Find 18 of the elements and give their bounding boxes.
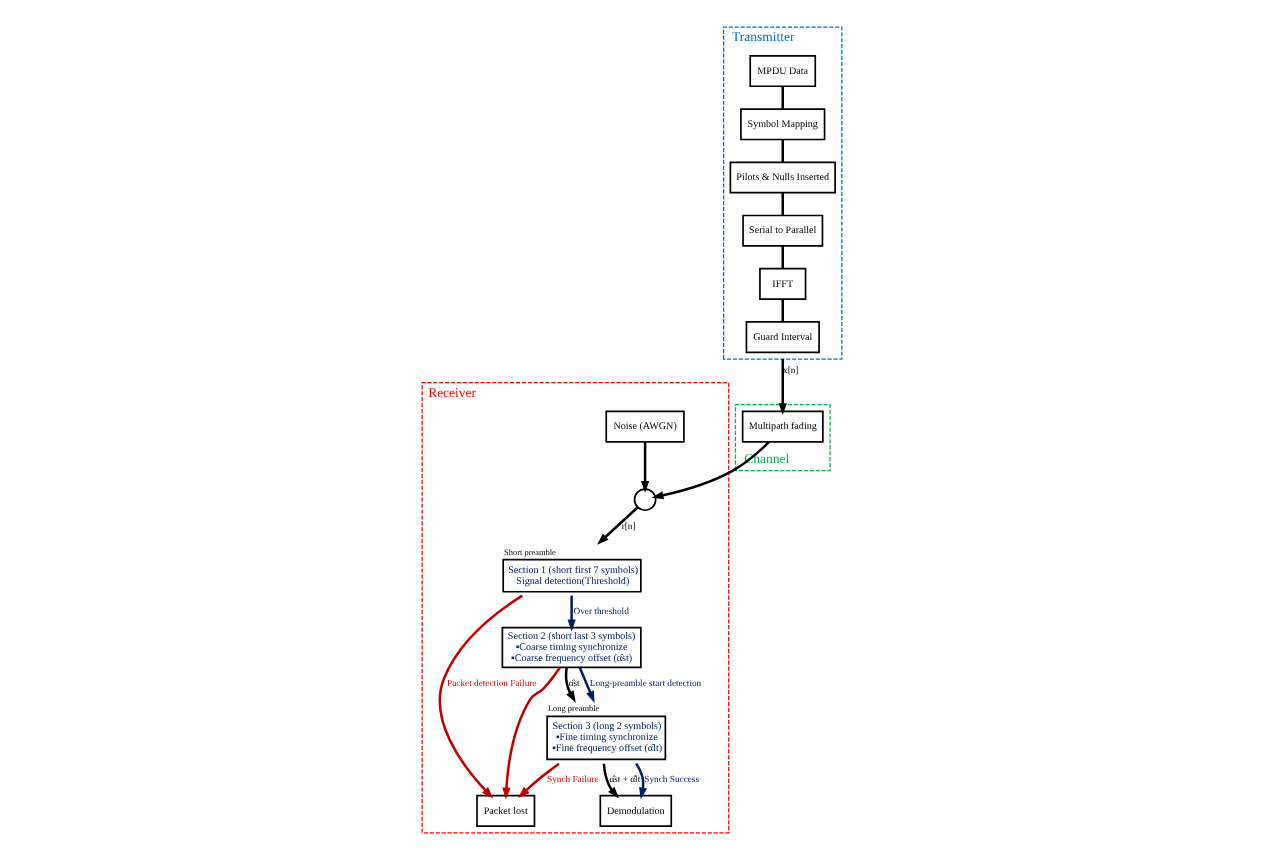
- arrow: [640, 441, 650, 493]
- arrow: [567, 595, 576, 632]
- arrow: [778, 359, 787, 416]
- arrow: [635, 762, 648, 800]
- arrow: [602, 763, 619, 799]
- connector: [781, 86, 784, 109]
- arrow: [518, 762, 560, 798]
- connector: [781, 299, 784, 322]
- arrow: [564, 667, 576, 703]
- connector: [781, 139, 784, 163]
- arrow: [597, 506, 639, 545]
- arrow: [502, 666, 561, 800]
- connector: [781, 192, 784, 216]
- arrow: [578, 666, 595, 703]
- connector: [781, 246, 784, 269]
- node-circle: [633, 488, 657, 512]
- arrow: [651, 441, 770, 500]
- arrow: [438, 594, 523, 799]
